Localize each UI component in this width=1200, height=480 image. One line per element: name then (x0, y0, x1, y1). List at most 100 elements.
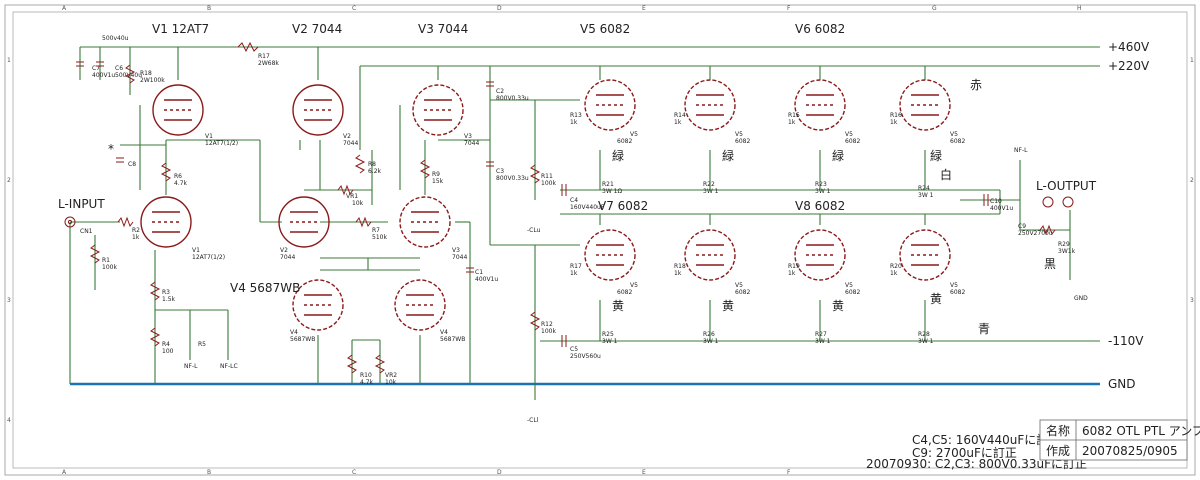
v2b-ref: V2 (280, 247, 288, 254)
r14-value: 1k (674, 119, 682, 126)
vr2-value: 10k (385, 379, 397, 386)
marker-green-4: 緑 (930, 148, 942, 163)
grid-col-b: B (207, 5, 211, 12)
v6c-ref: V5 (950, 131, 958, 138)
v2a-type: 7044 (343, 140, 358, 147)
v5-ref: V5 (630, 131, 638, 138)
r19-value: 1k (788, 270, 796, 277)
r28-label: R28 (918, 331, 930, 338)
v7b-tube-icon (684, 229, 736, 281)
rail-hv-label: +460V (1108, 40, 1150, 54)
tube-v1-title: V1 12AT7 (152, 22, 209, 36)
r7-value: 510k (372, 234, 387, 241)
v7b-ref: V5 (735, 282, 743, 289)
tube-v6-title: V6 6082 (795, 22, 845, 36)
wiring (69, 47, 1071, 400)
r17b-value: 1k (570, 270, 578, 277)
grid-col-a-bottom: A (62, 469, 67, 476)
v2b-tube-icon (278, 196, 330, 248)
v6b-type: 6082 (845, 138, 860, 145)
r22-value: 3W 1 (703, 188, 719, 195)
r23-label: R23 (815, 181, 827, 188)
v5b-tube-icon (684, 79, 736, 131)
title-block: 名称 6082 OTL PTL アンプ部 作成 20070825/0905 (1039, 419, 1200, 461)
r18-glyph (124, 64, 136, 84)
marker-black: 黒 (1044, 257, 1056, 271)
marker-red: 赤 (970, 78, 982, 92)
r21-value: 3W 1Ω (602, 188, 622, 195)
r21-label: R21 (602, 181, 614, 188)
tube-v8-title: V8 6082 (795, 199, 845, 213)
marker-green-2: 緑 (722, 148, 734, 163)
note-2: C9: 2700uFに訂正 (912, 445, 1017, 460)
r29-value: 3W1k (1058, 248, 1076, 255)
input-jack-icon (64, 216, 76, 228)
r26-label: R26 (703, 331, 715, 338)
c2-value: 800V0.33u (496, 95, 529, 102)
r6-value: 4.7k (174, 180, 188, 187)
marker-blue: 青 (978, 322, 990, 336)
marker-yellow-2: 黄 (722, 299, 734, 313)
title-name-label: 名称 (1046, 423, 1070, 438)
c7-value: 400V1u (92, 72, 115, 79)
r24-value: 3W 1 (918, 192, 934, 199)
r1-glyph (89, 244, 101, 264)
v6b-tube-icon (899, 79, 951, 131)
r18-label: R18 (140, 70, 152, 77)
r18b-label: R18 (674, 263, 686, 270)
v4b-tube-icon (394, 279, 446, 331)
grid-row-2: 2 (7, 177, 11, 184)
r13-value: 1k (570, 119, 578, 126)
v3a-ref: V3 (464, 133, 472, 140)
r28-value: 3W 1 (918, 338, 934, 345)
marker-green-3: 緑 (832, 148, 844, 163)
c7-label: C7 (92, 65, 100, 72)
output-jack-icon (1042, 196, 1054, 208)
r12-label: R12 (541, 321, 553, 328)
v7a-tube-icon (584, 229, 636, 281)
r20-value: 1k (890, 270, 898, 277)
rail-neg-label: -110V (1108, 334, 1144, 348)
r13-label: R13 (570, 112, 582, 119)
r4-glyph (149, 327, 161, 347)
note-3: 20070930: C2,C3: 800V0.33uFに訂正 (866, 456, 1087, 471)
v8-ref: V5 (845, 282, 853, 289)
r8-label: R8 (368, 161, 376, 168)
r10-label: R10 (360, 372, 372, 379)
v8a-tube-icon (794, 229, 846, 281)
r7-glyph (355, 216, 372, 228)
v7-type: 6082 (617, 289, 632, 296)
r18b-value: 1k (674, 270, 682, 277)
c8-label: C8 (128, 161, 136, 168)
grid-col-c: C (352, 5, 356, 12)
c4-value: 160V440uF (570, 204, 605, 211)
v8b-ref: V5 (950, 282, 958, 289)
marker-yellow-4: 黄 (930, 292, 942, 306)
r16-label: R16 (890, 112, 902, 119)
r7-label: R7 (372, 227, 380, 234)
c2-label: C2 (496, 88, 504, 95)
component-labels: 500v40u C7 400V1u C6 500V40u R18 2W100k … (80, 35, 1076, 386)
vr2-glyph (374, 354, 386, 374)
grid-row-3-right: 3 (1190, 297, 1194, 304)
v4a-tube-icon (292, 279, 344, 331)
v6a-tube-icon (794, 79, 846, 131)
v2a-ref: V2 (343, 133, 351, 140)
vr1-value: 10k (352, 200, 364, 207)
power-rails: +460V +220V -110V GND (70, 40, 1150, 391)
r3-value: 1.5k (162, 296, 176, 303)
grid-col-e-bottom: E (642, 469, 646, 476)
r6-glyph (160, 162, 172, 182)
v1a-tube-icon (152, 84, 204, 136)
tube-v3-title: V3 7044 (418, 22, 468, 36)
c5-value: 250V560u (570, 353, 601, 360)
r16-value: 1k (890, 119, 898, 126)
r3-glyph (149, 281, 161, 301)
marker-green-1: 緑 (612, 148, 624, 163)
r1-label: R1 (102, 257, 110, 264)
grid-col-g: G (932, 5, 937, 12)
grid-col-c-bottom: C (352, 469, 356, 476)
tube-glyphs (140, 79, 951, 331)
nf-lc-label: NF-LC (220, 363, 238, 370)
r29-label: R29 (1058, 241, 1070, 248)
